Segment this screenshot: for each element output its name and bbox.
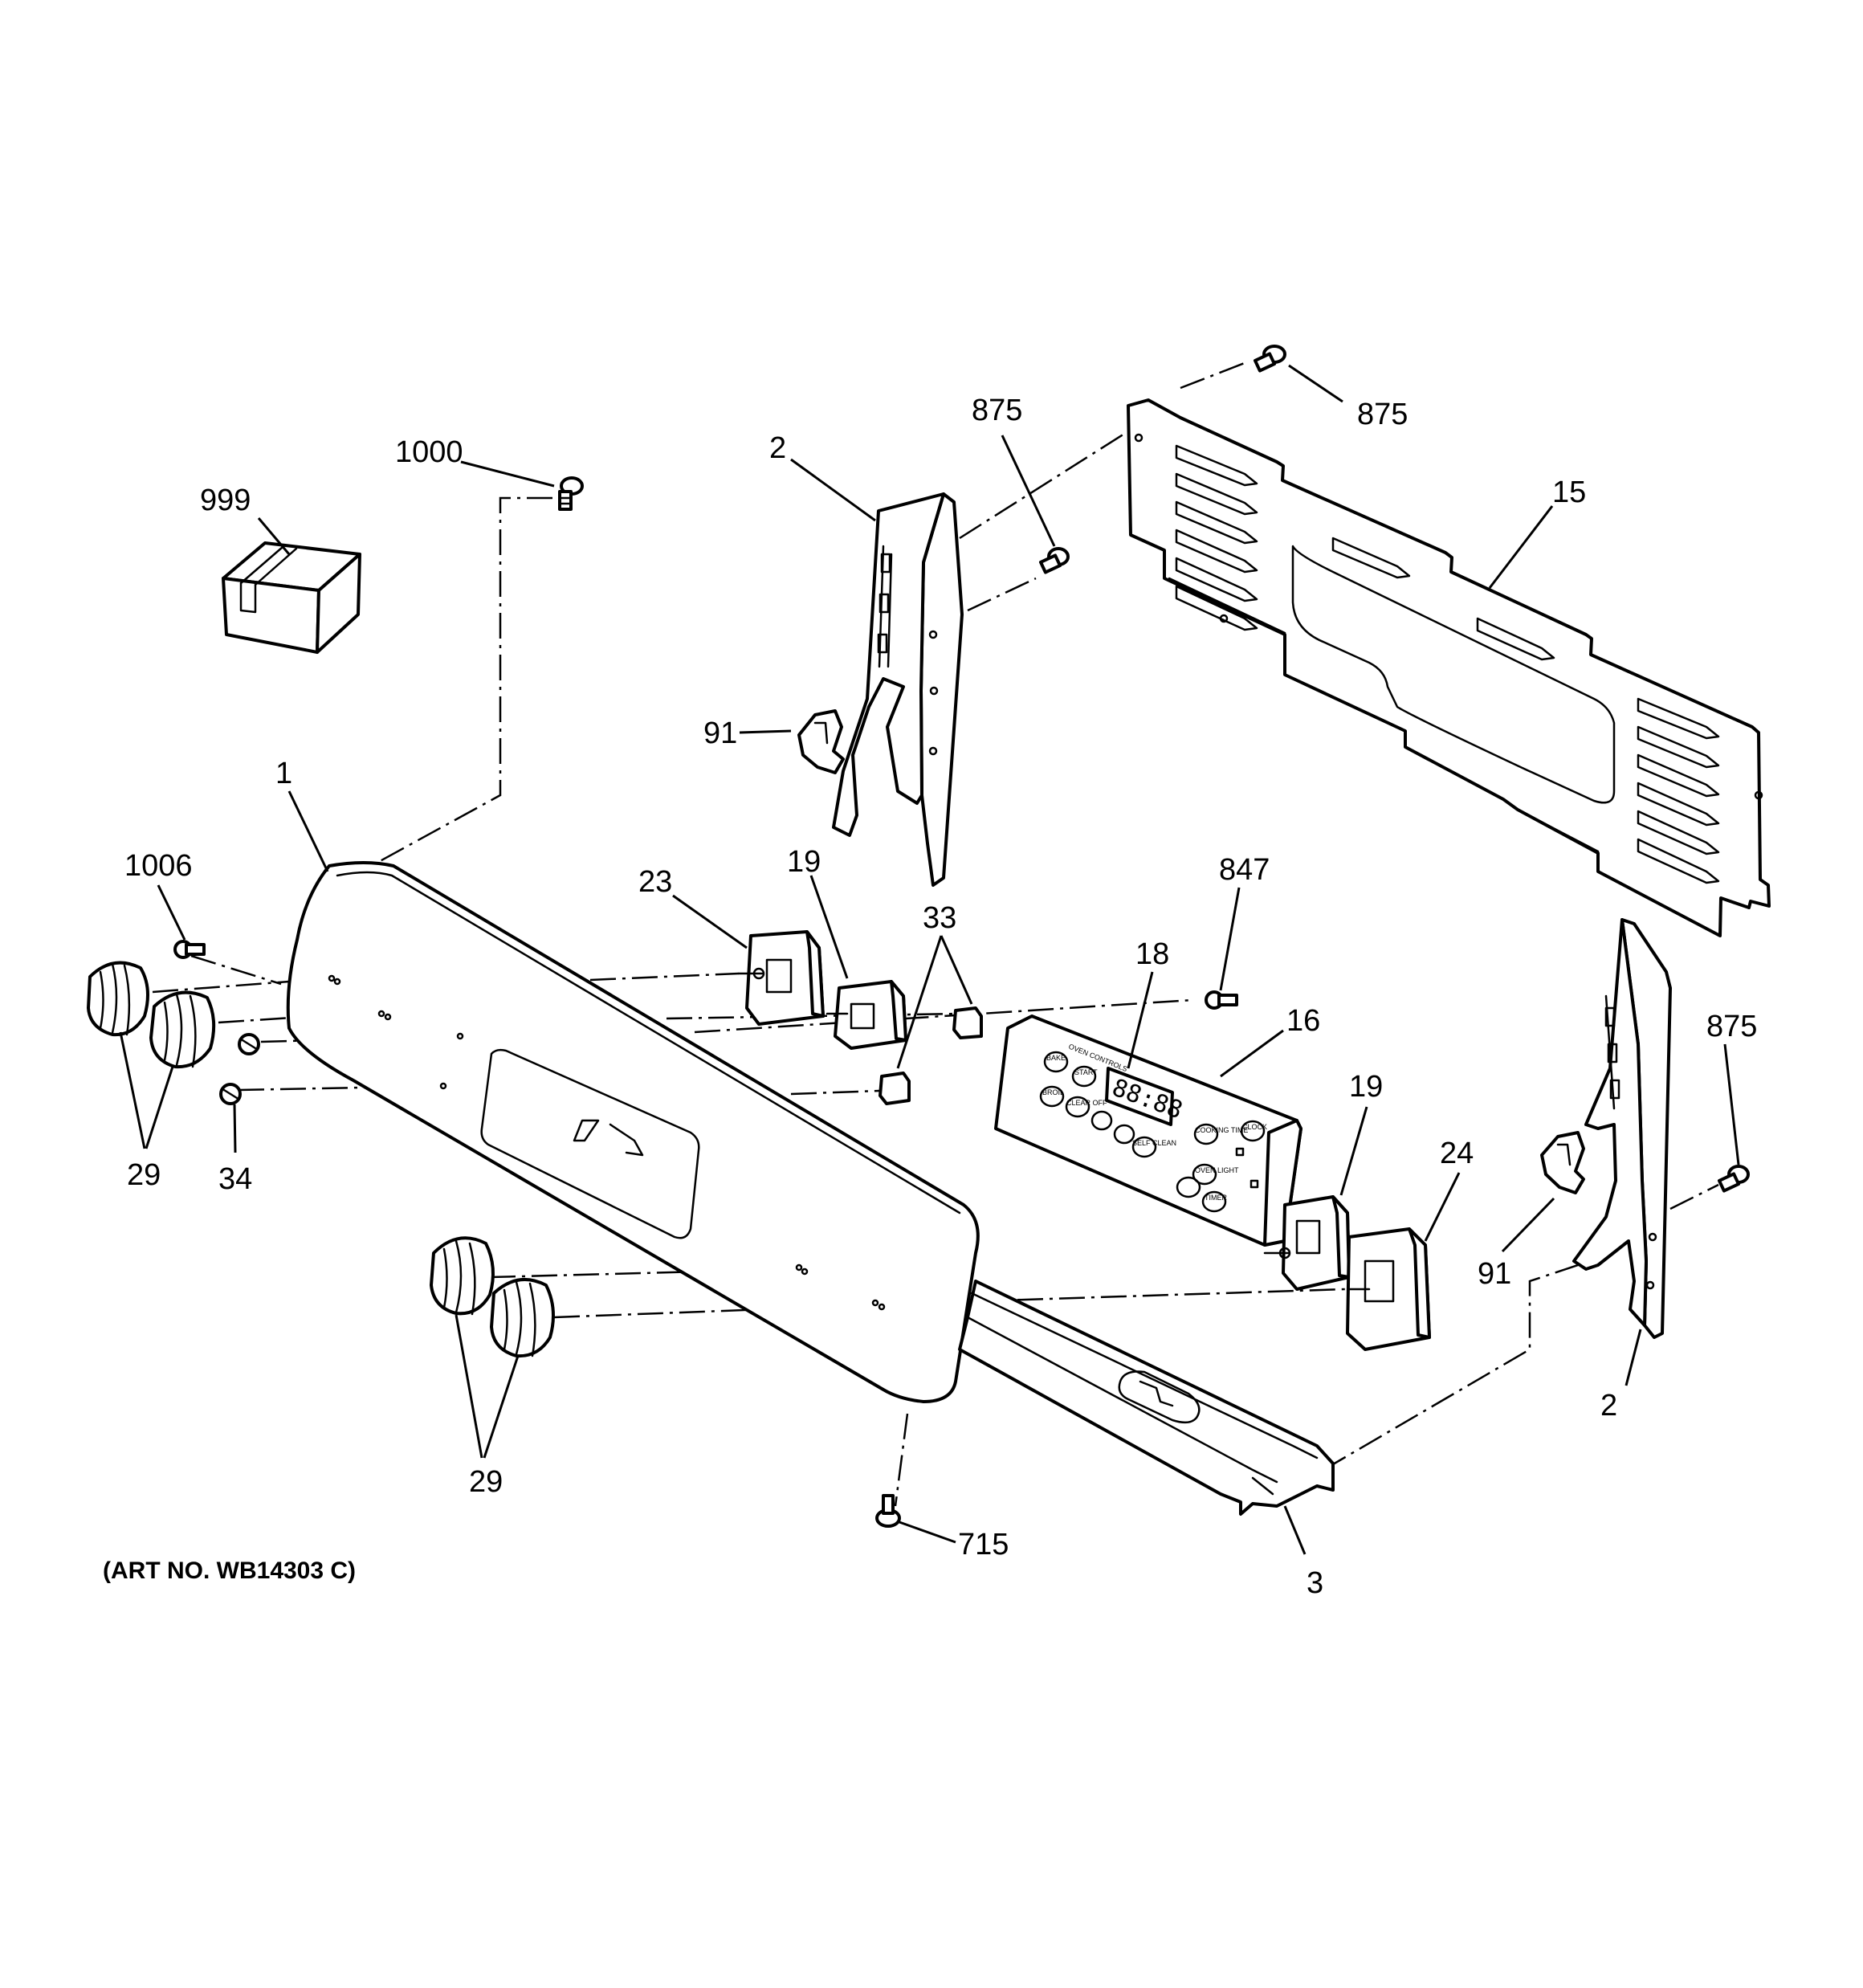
callout-91-right: 91 xyxy=(1478,1257,1511,1291)
callout-15: 15 xyxy=(1552,476,1586,509)
knob-bottom-lower xyxy=(490,1278,555,1358)
indicator-light-2 xyxy=(879,1072,911,1105)
callout-2-left: 2 xyxy=(769,431,786,465)
manual-box xyxy=(222,541,361,654)
switch-19-center xyxy=(826,980,907,1050)
callout-16: 16 xyxy=(1286,1004,1320,1038)
screw-875-top xyxy=(1253,345,1286,373)
screw-1006 xyxy=(173,940,206,959)
callout-34: 34 xyxy=(218,1162,252,1196)
callout-1000: 1000 xyxy=(395,435,463,469)
knob-left-upper xyxy=(87,961,149,1037)
switch-24 xyxy=(1346,1227,1431,1351)
callout-29-left: 29 xyxy=(127,1158,161,1192)
callout-875-right: 875 xyxy=(1706,1010,1757,1043)
vent-slots-left xyxy=(1175,444,1258,631)
callout-33: 33 xyxy=(923,901,956,935)
vent-slots-right xyxy=(1637,697,1720,884)
screw-875-right xyxy=(1717,1165,1750,1193)
callout-1: 1 xyxy=(275,757,292,790)
btn-timer: TIMER xyxy=(1205,1194,1227,1202)
callout-999: 999 xyxy=(200,484,251,517)
callout-91-left: 91 xyxy=(703,716,737,750)
callout-24: 24 xyxy=(1440,1137,1474,1170)
leader-lines xyxy=(119,364,1740,1555)
knob-left-lower xyxy=(149,990,216,1069)
callout-18: 18 xyxy=(1135,937,1169,971)
light-lens xyxy=(219,1033,260,1105)
callout-2-right: 2 xyxy=(1600,1389,1617,1423)
btn-start: START xyxy=(1074,1068,1098,1076)
back-panel xyxy=(1127,398,1771,937)
callout-19-center: 19 xyxy=(787,845,821,879)
btn-clear: CLEAR OFF xyxy=(1066,1099,1107,1107)
callout-23: 23 xyxy=(638,865,672,899)
clock-control: OVEN CONTROLS BAKE START BROIL CLEAR OFF… xyxy=(994,1014,1302,1247)
end-cap-left xyxy=(832,492,964,887)
screw-715 xyxy=(875,1494,901,1528)
callout-715: 715 xyxy=(958,1528,1009,1561)
art-number: (ART NO. WB14303 C) xyxy=(103,1557,356,1584)
indicator-light-1 xyxy=(952,1006,983,1039)
vent-slots-center xyxy=(1331,537,1555,661)
screw-847 xyxy=(1205,990,1238,1010)
callout-875-left: 875 xyxy=(972,394,1022,427)
btn-cook-time: COOKING TIME xyxy=(1195,1126,1248,1134)
btn-oven-light: OVEN LIGHT xyxy=(1195,1166,1239,1174)
callout-847: 847 xyxy=(1219,853,1270,887)
screw-1000 xyxy=(558,476,584,511)
switch-19-right xyxy=(1263,1195,1351,1291)
callout-29-bottom: 29 xyxy=(469,1465,503,1499)
clip-left xyxy=(797,709,845,774)
screw-875-left xyxy=(1038,547,1070,574)
btn-bake: BAKE xyxy=(1046,1054,1066,1062)
callout-19-right: 19 xyxy=(1349,1070,1383,1104)
bottom-trim xyxy=(958,1280,1335,1516)
control-panel xyxy=(286,861,980,1403)
callout-1006: 1006 xyxy=(124,849,193,883)
callouts: 999 1000 2 875 875 15 91 1 1006 23 19 33… xyxy=(124,394,1757,1600)
knob-bottom-upper xyxy=(430,1236,495,1316)
btn-clock: CLOCK xyxy=(1242,1123,1267,1131)
end-cap-right xyxy=(1572,918,1672,1339)
clip-right xyxy=(1540,1131,1585,1194)
btn-broil: BROIL xyxy=(1042,1088,1064,1096)
callout-875-top: 875 xyxy=(1357,398,1408,431)
btn-self-clean: SELF CLEAN xyxy=(1132,1139,1176,1147)
callout-3: 3 xyxy=(1307,1566,1323,1600)
switch-23 xyxy=(737,930,825,1026)
